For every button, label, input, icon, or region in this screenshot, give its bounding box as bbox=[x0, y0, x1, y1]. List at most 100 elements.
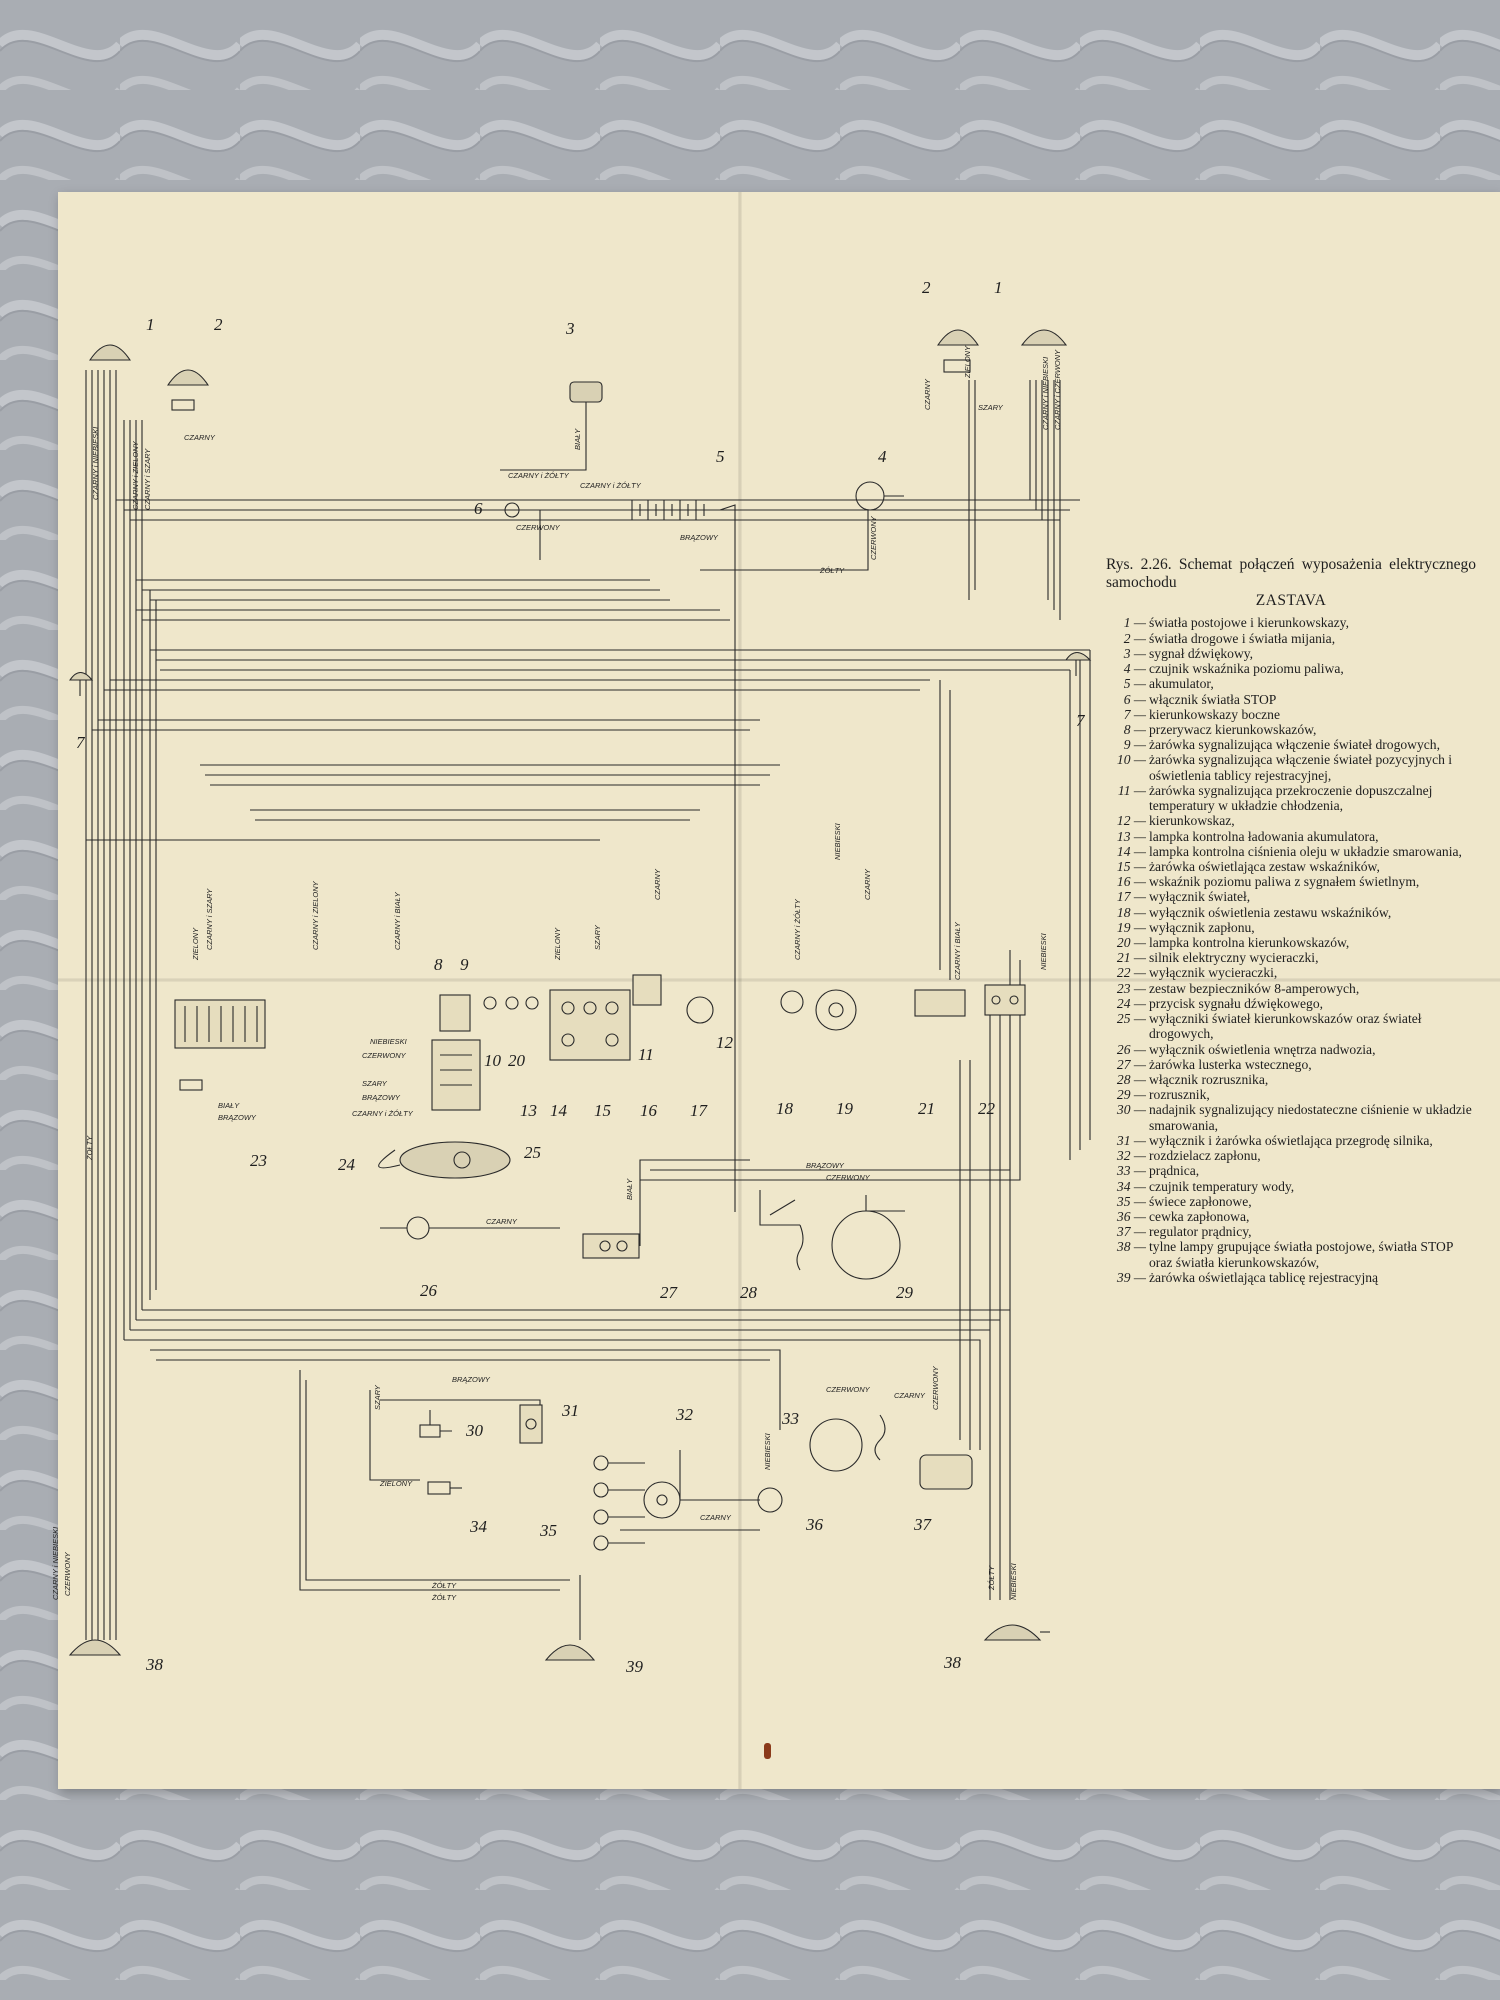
paper-sheet bbox=[58, 192, 1500, 1789]
bottom-wires bbox=[124, 1309, 1010, 1591]
legend-item-number: 29 — bbox=[1116, 1087, 1146, 1103]
legend-item-number: 36 — bbox=[1116, 1208, 1146, 1224]
wire-label-czarny-niebieski-rear: CZARNY i NIEBIESKI bbox=[51, 1527, 60, 1600]
wire-label-czarny-czerwony-right: CZARNY i CZERWONY bbox=[1053, 349, 1062, 430]
ignition-switch-19 bbox=[815, 989, 857, 1031]
legend-item-number: 28 — bbox=[1116, 1072, 1146, 1087]
front-lamp-1-left bbox=[88, 344, 132, 361]
legend-item-number: 17 — bbox=[1116, 889, 1146, 905]
wire-label-czerwony-fuse: CZERWONY bbox=[362, 1051, 407, 1060]
turn-indicator-12 bbox=[686, 996, 714, 1024]
spark-plugs-35 bbox=[593, 1455, 645, 1551]
legend-item-text: przycisk sygnału dźwiękowego, bbox=[1149, 995, 1324, 1011]
callout-15: 15 bbox=[594, 1101, 611, 1120]
horn-button-24 bbox=[378, 1141, 511, 1179]
wire-label-czarny-szary-left: CZARNY i SZARY bbox=[143, 448, 152, 510]
oil-sender-30 bbox=[419, 1410, 452, 1438]
legend-item-text: czujnik wskaźnika poziomu paliwa, bbox=[1149, 661, 1344, 677]
legend-item-number: 32 — bbox=[1116, 1148, 1146, 1164]
legend-item: 12 —kierunkowskaz, bbox=[1106, 813, 1476, 828]
callout-17: 17 bbox=[690, 1101, 709, 1120]
callout-2-right: 2 bbox=[922, 278, 931, 297]
panel-switch-18 bbox=[780, 990, 804, 1014]
front-lamp-1-right bbox=[1020, 329, 1068, 346]
legend-item-text: lampka kontrolna ładowania akumulatora, bbox=[1149, 828, 1379, 844]
wire-label-niebieski-rear-right: NIEBIESKI bbox=[1009, 1563, 1018, 1600]
legend-caption: Rys. 2.26. Schemat połączeń wyposażenia … bbox=[1106, 556, 1476, 609]
legend-item-text: sygnał dźwiękowy, bbox=[1149, 645, 1254, 661]
wire-label-brazowy-bottom: BRĄZOWY bbox=[452, 1375, 491, 1384]
callout-18: 18 bbox=[776, 1099, 794, 1118]
legend-item: 16 —wskaźnik poziomu paliwa z sygnałem ś… bbox=[1106, 874, 1476, 889]
rear-lamp-38-right bbox=[983, 1624, 1050, 1641]
callout-23: 23 bbox=[250, 1151, 267, 1170]
legend-item-number: 7 — bbox=[1123, 706, 1146, 722]
legend-item-text: światła postojowe i kierunkowskazy, bbox=[1149, 615, 1349, 631]
legend-item-text: rozrusznik, bbox=[1149, 1087, 1210, 1103]
wire-label-zielony-fuse: ZIELONY bbox=[191, 927, 200, 961]
legend-item-number: 39 — bbox=[1116, 1269, 1146, 1285]
legend-item: 15 —żarówka oświetlająca zestaw wskaźnik… bbox=[1106, 859, 1476, 874]
legend-item-text: przerywacz kierunkowskazów, bbox=[1149, 721, 1317, 737]
legend-item-number: 2 — bbox=[1123, 630, 1146, 646]
fuse-box-23 bbox=[174, 999, 266, 1091]
callout-7-right: 7 bbox=[1076, 711, 1086, 730]
wire-label-czarny-mid: CZARNY bbox=[653, 868, 662, 900]
callout-32: 32 bbox=[675, 1405, 694, 1424]
indicator-lamps bbox=[483, 996, 539, 1010]
wire-label-szary: SZARY bbox=[978, 403, 1004, 412]
callout-38-left: 38 bbox=[145, 1655, 164, 1674]
legend-item-text: żarówka sygnalizująca włączenie świateł … bbox=[1149, 752, 1453, 783]
wire-label-czarny-szary-mid: CZARNY i SZARY bbox=[205, 888, 214, 950]
distributor-32 bbox=[643, 1481, 681, 1519]
callout-16: 16 bbox=[640, 1101, 658, 1120]
legend-item: 21 —silnik elektryczny wycieraczki, bbox=[1106, 950, 1476, 965]
callout-39: 39 bbox=[625, 1657, 644, 1676]
legend-item: 6 —włącznik światła STOP bbox=[1106, 692, 1476, 707]
wire-label-czarny-left-lamp: CZARNY bbox=[184, 433, 216, 442]
horn-3 bbox=[500, 381, 603, 471]
legend-item-number: 20 — bbox=[1116, 935, 1146, 951]
wire-label-czarny-niebieski-left: CZARNY i NIEBIESKI bbox=[91, 427, 100, 500]
legend-item: 32 —rozdzielacz zapłonu, bbox=[1106, 1148, 1476, 1163]
legend-item-number: 15 — bbox=[1116, 858, 1146, 874]
legend-item-text: nadajnik sygnalizujący niedostateczne ci… bbox=[1149, 1102, 1472, 1133]
legend-item-number: 4 — bbox=[1123, 661, 1146, 677]
legend-item-text: wskaźnik poziomu paliwa z sygnałem świet… bbox=[1149, 874, 1420, 890]
callout-13: 13 bbox=[520, 1101, 537, 1120]
legend-item-number: 35 — bbox=[1116, 1193, 1146, 1209]
callout-5: 5 bbox=[716, 447, 725, 466]
regulator-37 bbox=[919, 1454, 973, 1490]
legend-item-number: 33 — bbox=[1116, 1163, 1146, 1179]
legend-item: 5 —akumulator, bbox=[1106, 676, 1476, 691]
legend: Rys. 2.26. Schemat połączeń wyposażenia … bbox=[1106, 556, 1476, 1285]
legend-item-number: 27 — bbox=[1116, 1056, 1146, 1072]
legend-item-number: 30 — bbox=[1116, 1102, 1146, 1118]
legend-item: 35 —świece zapłonowe, bbox=[1106, 1194, 1476, 1209]
legend-list: 1 —światła postojowe i kierunkowskazy,2 … bbox=[1106, 615, 1476, 1285]
legend-item: 31 —wyłącznik i żarówka oświetlająca prz… bbox=[1106, 1133, 1476, 1148]
legend-item-text: wyłącznik świateł, bbox=[1149, 889, 1251, 905]
legend-item-number: 5 — bbox=[1123, 676, 1146, 692]
wire-label-czarny-interior: CZARNY bbox=[486, 1217, 518, 1226]
wire-label-czerwony-2: CZERWONY bbox=[869, 515, 878, 560]
callout-28: 28 bbox=[740, 1283, 758, 1302]
legend-item-text: wyłącznik zapłonu, bbox=[1149, 919, 1255, 935]
wire-label-brazowy-starter: BRĄZOWY bbox=[806, 1161, 845, 1170]
legend-item-text: prądnica, bbox=[1149, 1163, 1200, 1179]
wire-label-czerwony-starter: CZERWONY bbox=[826, 1173, 871, 1182]
top-horizontal-wires bbox=[86, 499, 1090, 841]
wire-label-zielony: ZIELONY bbox=[963, 345, 972, 379]
callout-25: 25 bbox=[524, 1143, 541, 1162]
legend-item-text: światła drogowe i światła mijania, bbox=[1149, 630, 1336, 646]
legend-item-text: cewka zapłonowa, bbox=[1149, 1208, 1250, 1224]
wire-label-zolty: ŻÓŁTY bbox=[819, 566, 845, 575]
legend-item-number: 26 — bbox=[1116, 1041, 1146, 1057]
wire-label-zolty-plate-2: ŻÓŁTY bbox=[431, 1593, 457, 1602]
wire-label-niebieski-ign: NIEBIESKI bbox=[833, 823, 842, 860]
wire-label-czarny-zielony-left: CZARNY i ZIELONY bbox=[131, 440, 140, 510]
wire-label-bialy-horn: BIAŁY bbox=[573, 428, 582, 450]
legend-item-number: 13 — bbox=[1116, 828, 1146, 844]
legend-item-text: lampka kontrolna kierunkowskazów, bbox=[1149, 935, 1350, 951]
legend-item-text: żarówka oświetlająca tablicę rejestracyj… bbox=[1149, 1269, 1379, 1285]
